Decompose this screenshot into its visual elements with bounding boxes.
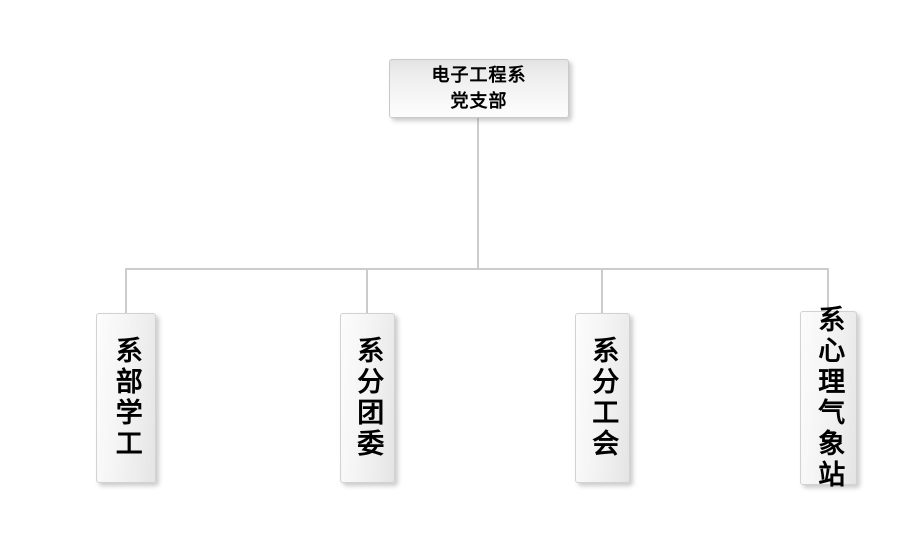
org-node-root-line-2: 党支部 [450, 90, 508, 112]
org-node-child-3-label: 系分工会 [587, 336, 619, 460]
org-node-child-2-label: 系分团委 [352, 336, 384, 460]
connector-drop-child-4 [827, 268, 829, 312]
connector-root-stem [477, 117, 479, 270]
connector-drop-child-1 [125, 268, 127, 314]
connector-horizontal-bus [125, 268, 828, 270]
connector-drop-child-3 [601, 268, 603, 314]
org-node-child-1[interactable]: 系部学工 [96, 313, 156, 483]
org-node-child-3[interactable]: 系分工会 [575, 313, 630, 483]
org-node-root[interactable]: 电子工程系 党支部 [389, 59, 569, 118]
org-node-child-4-label: 系心理气象站 [813, 305, 845, 491]
org-node-child-2[interactable]: 系分团委 [340, 313, 395, 483]
org-node-child-1-label: 系部学工 [110, 336, 142, 460]
org-node-child-4[interactable]: 系心理气象站 [800, 305, 857, 491]
connector-drop-child-2 [366, 268, 368, 314]
org-node-root-line-1: 电子工程系 [431, 64, 527, 86]
